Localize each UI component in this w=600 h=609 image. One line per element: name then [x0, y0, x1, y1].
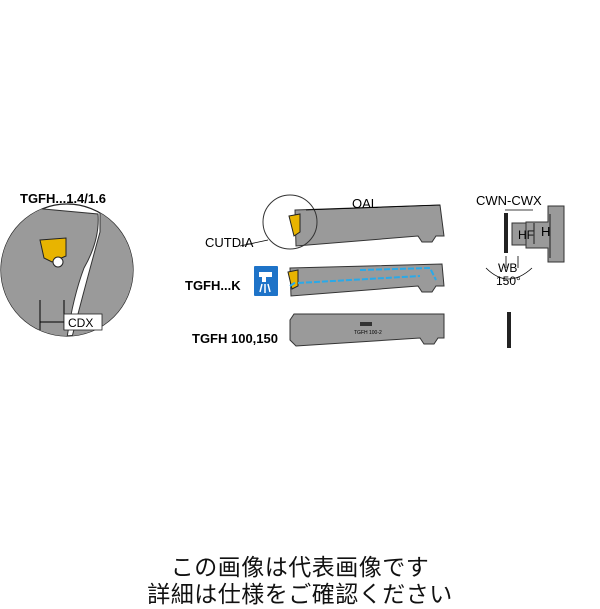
caption-line-2: 詳細は仕様をご確認ください	[147, 582, 453, 608]
label-cdx: CDX	[68, 316, 93, 330]
blade-top-body	[294, 204, 445, 247]
section-blade-bottom	[507, 312, 511, 348]
section-blade	[504, 213, 508, 253]
detail-blade	[1, 204, 99, 336]
coolant-channel	[289, 266, 437, 287]
blade-top-insert	[288, 213, 301, 237]
label-hf: HF	[518, 228, 534, 242]
blade-coolant: TGFH...K	[185, 263, 445, 297]
blade-coolant-insert	[287, 269, 299, 290]
detail-view: TGFH...1.4/1.6 CDX	[0, 191, 134, 337]
insert-pocket	[52, 256, 64, 268]
coolant-tap	[259, 272, 272, 282]
label-wb: WB	[498, 261, 517, 275]
blade-marking: TGFH 100-2	[354, 330, 382, 336]
label-tgfh-100-150: TGFH 100,150	[192, 331, 278, 346]
label-cwn-cwx: CWN-CWX	[476, 193, 542, 208]
caption-line-1: この画像は代表画像です	[170, 555, 430, 581]
section-clamp	[525, 205, 565, 263]
label-oal: OAL	[352, 196, 378, 211]
blade-bottom-body	[289, 313, 445, 347]
label-cutdia: CUTDIA	[205, 235, 254, 250]
label-h: H	[541, 224, 550, 239]
label-tgfh-14-16: TGFH...1.4/1.6	[20, 191, 106, 206]
blade-bottom: TGFH 100,150 TGFH 100-2	[192, 313, 445, 347]
label-angle: 150°	[496, 274, 521, 288]
label-tgfh-k: TGFH...K	[185, 278, 241, 293]
cutdia-circle	[262, 194, 318, 250]
section-view: CWN-CWX HF H WB 150°	[476, 193, 565, 348]
blade-top: OAL CUTDIA	[205, 194, 445, 250]
